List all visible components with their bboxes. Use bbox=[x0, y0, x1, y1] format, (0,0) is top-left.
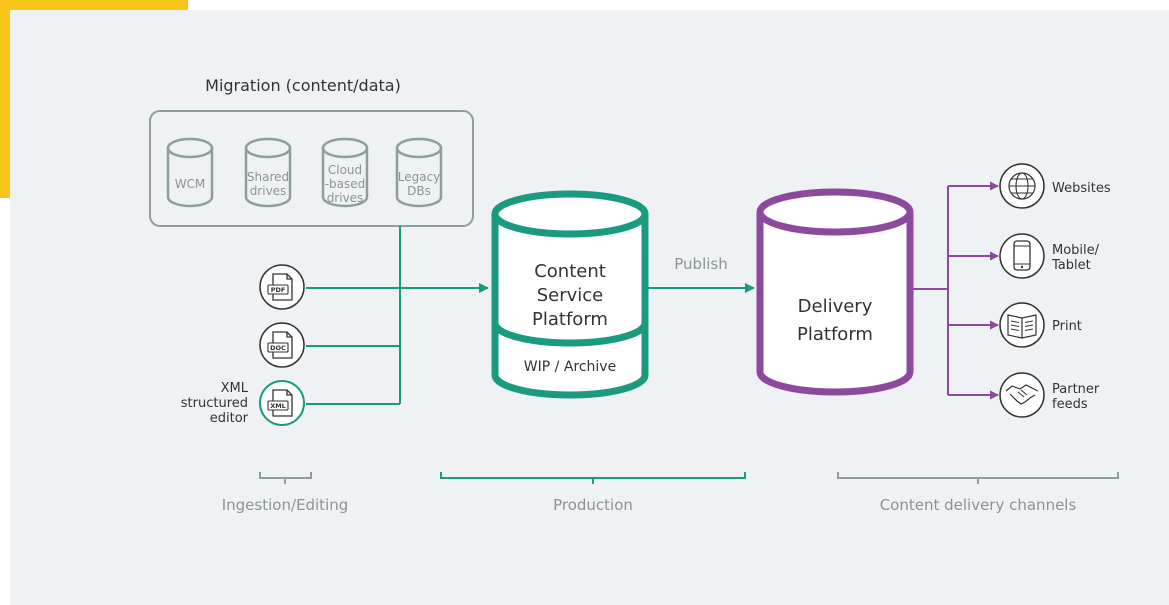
delivery-platform-cylinder: Delivery Platform bbox=[756, 188, 914, 396]
migration-cylinder-shared-drives: Shared drives bbox=[244, 137, 292, 208]
pdf-tag: PDF bbox=[271, 286, 286, 294]
delivery-connectors bbox=[913, 181, 999, 400]
migration-cylinder-cloud-drives: Cloud -based drives bbox=[321, 137, 369, 208]
channel-partner-label-line2: feeds bbox=[1052, 397, 1088, 412]
channel-partner-label-line1: Partner bbox=[1052, 382, 1100, 397]
delivery-bracket bbox=[837, 472, 1119, 484]
csp-title-line3: Platform bbox=[532, 309, 608, 330]
book-icon bbox=[999, 302, 1045, 348]
delivery-title-line1: Delivery bbox=[798, 296, 873, 317]
xml-editor-label-line2: structured bbox=[181, 396, 248, 411]
csp-title-line1: Content bbox=[534, 261, 606, 282]
content-service-platform-cylinder: Content Service Platform WIP / Archive bbox=[491, 190, 649, 399]
section-production-label: Production bbox=[553, 496, 633, 514]
migration-box bbox=[149, 110, 474, 227]
doc-file-icon: DOC bbox=[259, 322, 305, 368]
ingestion-connectors bbox=[306, 226, 489, 405]
source-label-wcm-line2: WCM bbox=[175, 177, 206, 191]
source-label-shared-line1: Shared bbox=[247, 170, 289, 184]
section-ingestion-label: Ingestion/Editing bbox=[222, 496, 349, 514]
section-delivery-label: Content delivery channels bbox=[880, 496, 1077, 514]
migration-cylinder-legacy-dbs: Legacy DBs bbox=[395, 137, 443, 208]
xml-editor-label-line1: XML bbox=[221, 381, 249, 396]
ingestion-bracket bbox=[259, 472, 312, 484]
handshake-icon bbox=[999, 372, 1045, 418]
source-label-cloud-line2: -based bbox=[325, 177, 366, 191]
migration-cylinder-wcm: WCM bbox=[166, 137, 214, 208]
publish-label: Publish bbox=[674, 255, 727, 273]
production-bracket bbox=[440, 472, 746, 484]
csp-title-line2: Service bbox=[537, 285, 604, 306]
source-label-cloud-line3: drives bbox=[327, 191, 364, 205]
delivery-title-line2: Platform bbox=[797, 324, 873, 345]
wip-archive-label: WIP / Archive bbox=[524, 359, 616, 375]
xml-tag: XML bbox=[270, 402, 286, 410]
mobile-icon bbox=[999, 233, 1045, 279]
migration-title: Migration (content/data) bbox=[205, 76, 401, 95]
globe-icon bbox=[999, 163, 1045, 209]
channel-websites-label: Websites bbox=[1052, 181, 1111, 196]
channel-mobile-label-line2: Tablet bbox=[1051, 258, 1091, 273]
channel-mobile-label-line1: Mobile/ bbox=[1052, 243, 1100, 258]
doc-tag: DOC bbox=[270, 344, 286, 352]
source-label-shared-line2: drives bbox=[250, 184, 287, 198]
source-label-legacy-line1: Legacy bbox=[398, 170, 441, 184]
xml-editor-label-line3: editor bbox=[210, 411, 249, 426]
channel-print-label: Print bbox=[1052, 319, 1082, 334]
source-label-legacy-line2: DBs bbox=[407, 184, 431, 198]
xml-file-icon: XML bbox=[259, 380, 305, 426]
source-label-cloud-line1: Cloud bbox=[328, 163, 362, 177]
pdf-file-icon: PDF bbox=[259, 264, 305, 310]
